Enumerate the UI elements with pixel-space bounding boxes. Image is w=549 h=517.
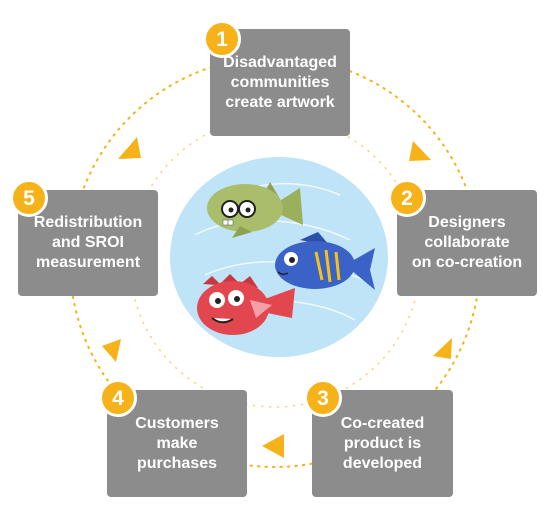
step-3-box: Co-created product is developed [312,390,453,497]
step-3-badge: 3 [304,379,342,417]
arrow-5-to-1 [118,137,141,159]
step-1-label: Disadvantaged communities create artwork [223,53,337,111]
circular-arrow-icon [102,137,452,458]
step-3-label: Co-created product is developed [340,414,425,472]
step-5-box: Redistribution and SROI measurement [18,190,158,296]
step-4-label: Customers make purchases [135,414,219,472]
step-5-label: Redistribution and SROI measurement [33,214,143,271]
arrow-4-to-5 [102,339,121,362]
arrow-1-to-2 [409,141,431,161]
step-2-label: Designers collaborate on co-creation [411,214,523,271]
step-1-number: 1 [216,27,228,51]
arrow-3-to-4 [262,434,284,458]
step-1-badge: 1 [203,20,241,58]
step-4-badge: 4 [99,379,137,417]
step-4-number: 4 [112,386,124,410]
blue-fish-icon [275,232,375,290]
step-3-number: 3 [317,386,329,410]
red-fish-icon [197,274,295,335]
step-5-badge: 5 [10,179,48,217]
step-2-number: 2 [401,186,413,210]
step-5-number: 5 [23,186,35,210]
step-2-badge: 2 [388,179,426,217]
arrow-2-to-3 [433,338,452,359]
green-fish-with-glasses-icon [207,182,303,238]
